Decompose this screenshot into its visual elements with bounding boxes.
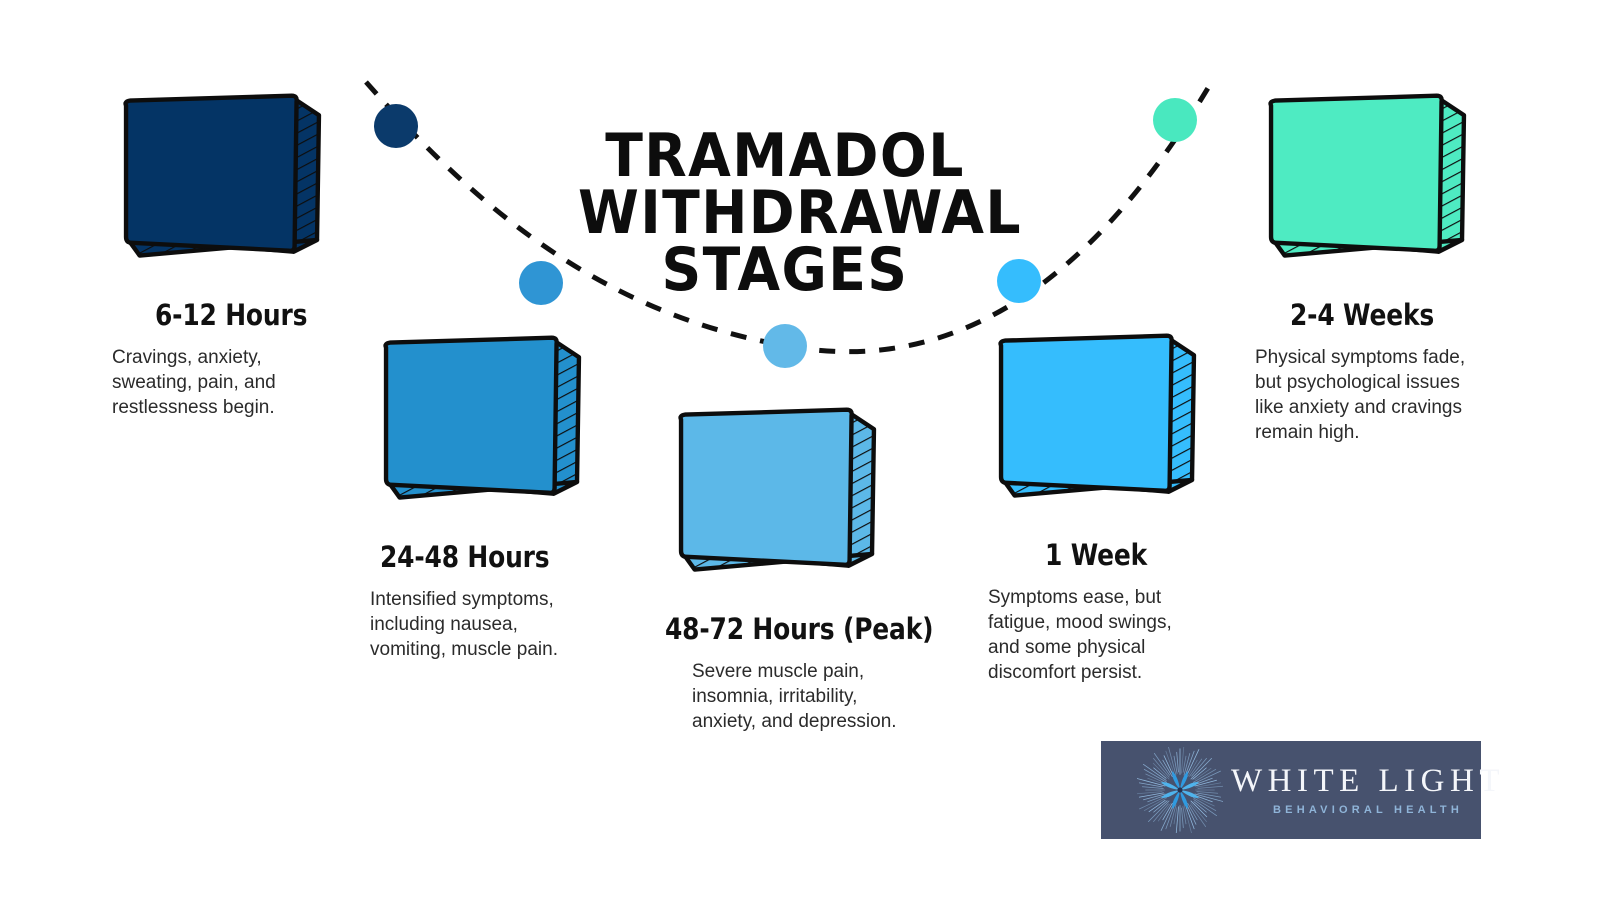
stage-dot-3	[763, 324, 807, 368]
title-line-2: WITHDRAWAL	[578, 178, 1022, 249]
stage-block-icon-5	[1268, 93, 1467, 258]
stage-dot-5	[1153, 98, 1197, 142]
stage-dot-1	[374, 104, 418, 148]
logo-wordmark: WHITE LIGHT	[1231, 763, 1506, 800]
starburst-light-icon	[1137, 747, 1223, 833]
stage-label-3: 48-72 Hours (Peak)	[665, 612, 934, 646]
title-line-3: STAGES	[661, 235, 909, 306]
brand-logo: WHITE LIGHT BEHAVIORAL HEALTH	[1101, 741, 1500, 839]
stage-card-6-12-hours: 6-12 Hours Cravings, anxiety, sweating, …	[110, 86, 360, 420]
logo-text-block: WHITE LIGHT BEHAVIORAL HEALTH	[1231, 764, 1505, 816]
stage-description-2: Intensified symptoms, including nausea, …	[370, 589, 558, 661]
stage-description-3: Severe muscle pain, insomnia, irritabili…	[692, 661, 897, 733]
stage-description-5: Physical symptoms fade, but psychologica…	[1255, 347, 1466, 444]
stage-dot-4	[997, 259, 1041, 303]
stage-block-icon-1	[123, 93, 322, 258]
stage-label-5: 2-4 Weeks	[1290, 298, 1435, 332]
stage-label-1: 6-12 Hours	[155, 298, 308, 332]
logo-tagline: BEHAVIORAL HEALTH	[1273, 803, 1463, 816]
stage-card-2-4-weeks: 2-4 Weeks Physical symptoms fade, but ps…	[1255, 86, 1515, 445]
stage-block-icon-4	[998, 333, 1197, 498]
stage-description-4: Symptoms ease, but fatigue, mood swings,…	[988, 587, 1172, 684]
title-line-1: TRAMADOL	[605, 121, 965, 192]
stage-description-1: Cravings, anxiety, sweating, pain, and r…	[112, 347, 276, 419]
stage-card-48-72-hours-peak: 48-72 Hours (Peak) Severe muscle pain, i…	[665, 400, 935, 734]
stage-block-icon-2	[383, 335, 582, 500]
stage-card-1-week: 1 Week Symptoms ease, but fatigue, mood …	[985, 326, 1230, 685]
stage-dot-2	[519, 261, 563, 305]
stage-label-2: 24-48 Hours	[380, 540, 550, 574]
page-title: TRAMADOL WITHDRAWAL STAGES	[578, 121, 1022, 306]
stage-block-icon-3	[678, 407, 877, 572]
stage-card-24-48-hours: 24-48 Hours Intensified symptoms, includ…	[370, 328, 620, 662]
stage-label-4: 1 Week	[1045, 538, 1148, 572]
